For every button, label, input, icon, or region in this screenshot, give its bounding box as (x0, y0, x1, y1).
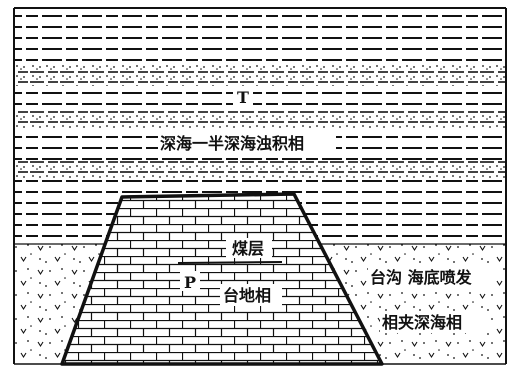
strata-mark-t: T (237, 88, 249, 107)
upper-facies-label: 深海一半深海浊积相 (160, 134, 304, 153)
platform-facies-label: 台地相 (223, 286, 271, 305)
frame (13, 7, 507, 365)
trough-facies-label-line2: 相夹深海相 (382, 313, 462, 332)
coal-seam (177, 261, 283, 264)
coal-seam-label: 煤层 (232, 239, 264, 258)
platform-mark-p: P (184, 273, 196, 292)
trough-facies-label-line1: 台沟 海底喷发 (370, 268, 473, 287)
